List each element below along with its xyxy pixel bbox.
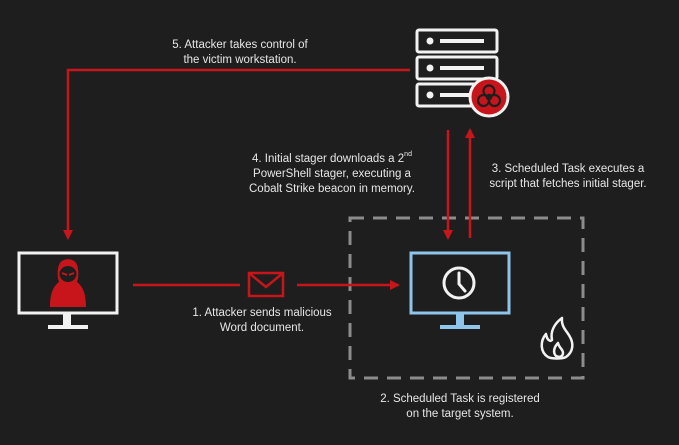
- step1-label: 1. Attacker sends malicious Word documen…: [172, 306, 352, 336]
- target-system-boundary: [348, 216, 585, 380]
- step1-line2: Word document.: [219, 322, 305, 334]
- biohazard-icon: [468, 76, 510, 118]
- step4-line3: Cobalt Strike beacon in memory.: [249, 183, 415, 195]
- step5-line1: 5. Attacker takes control of: [172, 39, 308, 51]
- step5-line2: the victim workstation.: [183, 54, 297, 66]
- step1-line1: 1. Attacker sends malicious: [192, 307, 332, 319]
- step3-line1: 3. Scheduled Task executes a: [491, 163, 645, 175]
- arrow-step5: [63, 68, 410, 240]
- server-icon: [415, 28, 499, 108]
- step3-line2: script that fetches initial stager.: [489, 178, 647, 190]
- envelope-icon: [247, 271, 285, 298]
- step2-line1: 2. Scheduled Task is registered: [380, 393, 540, 405]
- attacker-monitor-icon: [17, 251, 119, 329]
- step4-label: 4. Initial stager downloads a 2nd PowerS…: [227, 151, 437, 197]
- step4-ordinal-suffix: nd: [404, 151, 412, 158]
- step4-line1-text: 4. Initial stager downloads a 2: [252, 153, 405, 165]
- target-monitor-icon: [409, 251, 511, 329]
- clock-icon: [442, 266, 476, 300]
- step2-line2: on the target system.: [406, 408, 514, 420]
- step5-label: 5. Attacker takes control of the victim …: [150, 38, 330, 68]
- step2-label: 2. Scheduled Task is registered on the t…: [360, 392, 560, 422]
- step4-line2: PowerShell stager, executing a: [253, 168, 411, 180]
- hooded-attacker-icon: [50, 259, 86, 307]
- step3-label: 3. Scheduled Task executes a script that…: [478, 162, 658, 192]
- flame-icon: [540, 316, 574, 360]
- step4-line1: 4. Initial stager downloads a 2nd: [227, 151, 437, 167]
